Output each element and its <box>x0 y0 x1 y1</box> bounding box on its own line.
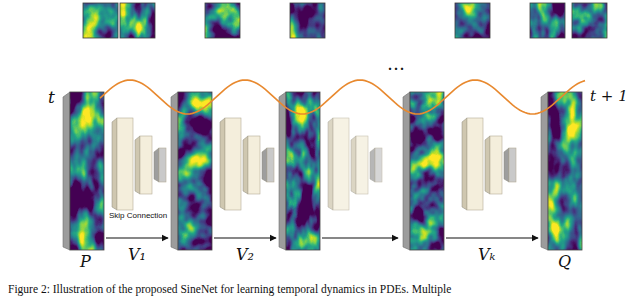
layer-side <box>370 148 375 182</box>
layer-block <box>509 148 516 182</box>
time-label: t <box>48 88 55 107</box>
field-thumbnail <box>290 3 325 38</box>
field-label: P <box>80 253 91 271</box>
sine-curve <box>100 80 585 114</box>
panel-frame <box>410 92 444 250</box>
stage-label: Vₖ <box>478 246 495 264</box>
skip-arrow <box>322 237 398 238</box>
layer-side <box>262 148 267 182</box>
layer-side <box>154 148 159 182</box>
thumbnail-frame <box>572 3 607 38</box>
layer-block <box>467 118 483 210</box>
layer-block <box>356 136 368 194</box>
field-label: Q <box>558 253 571 271</box>
layer-block <box>225 118 241 210</box>
layer-block <box>490 136 502 194</box>
field-thumbnail <box>120 3 155 38</box>
layer-block <box>248 136 260 194</box>
panel-side <box>279 92 286 250</box>
field-thumbnail <box>572 3 607 38</box>
thumbnail-frame <box>83 3 118 38</box>
layer-side <box>135 136 140 194</box>
field-thumbnail <box>455 3 490 38</box>
skip-arrow <box>106 237 168 238</box>
layer-block <box>159 148 166 182</box>
stage-label: V₁ <box>128 246 146 264</box>
stage-label: V₂ <box>236 246 254 264</box>
layer-side <box>351 136 356 194</box>
layer-side <box>243 136 248 194</box>
layer-side <box>462 118 467 210</box>
layer-block <box>267 148 274 182</box>
ellipsis: … <box>387 54 405 74</box>
field-panel <box>410 92 444 250</box>
thumbnail-frame <box>120 3 155 38</box>
panel-side <box>403 92 410 250</box>
field-panel <box>286 92 320 250</box>
field-panel <box>178 92 212 250</box>
layer-side <box>328 118 333 210</box>
layer-side <box>504 148 509 182</box>
panel-frame <box>548 92 582 250</box>
panel-side <box>171 92 178 250</box>
layer-block <box>117 118 133 210</box>
panel-frame <box>178 92 212 250</box>
panel-side <box>63 92 70 250</box>
time-label: t + 1 <box>590 88 628 105</box>
layer-side <box>485 136 490 194</box>
field-thumbnail <box>83 3 118 38</box>
layer-block <box>140 136 152 194</box>
thumbnail-frame <box>290 3 325 38</box>
field-thumbnail <box>205 3 240 38</box>
thumbnail-frame <box>455 3 490 38</box>
panel-side <box>541 92 548 250</box>
thumbnail-frame <box>530 3 565 38</box>
layer-side <box>220 118 225 210</box>
skip-connection-label: Skip Connection <box>109 212 167 221</box>
thumbnail-frame <box>205 3 240 38</box>
field-thumbnail <box>530 3 565 38</box>
layer-block <box>375 148 382 182</box>
skip-arrow <box>214 237 276 238</box>
panel-frame <box>70 92 104 250</box>
layer-side <box>112 118 117 210</box>
layer-block <box>333 118 349 210</box>
panel-frame <box>286 92 320 250</box>
skip-arrow <box>446 237 538 238</box>
figure-caption: Figure 2: Illustration of the proposed S… <box>8 283 451 296</box>
field-panel <box>70 92 104 250</box>
field-panel <box>548 92 582 250</box>
